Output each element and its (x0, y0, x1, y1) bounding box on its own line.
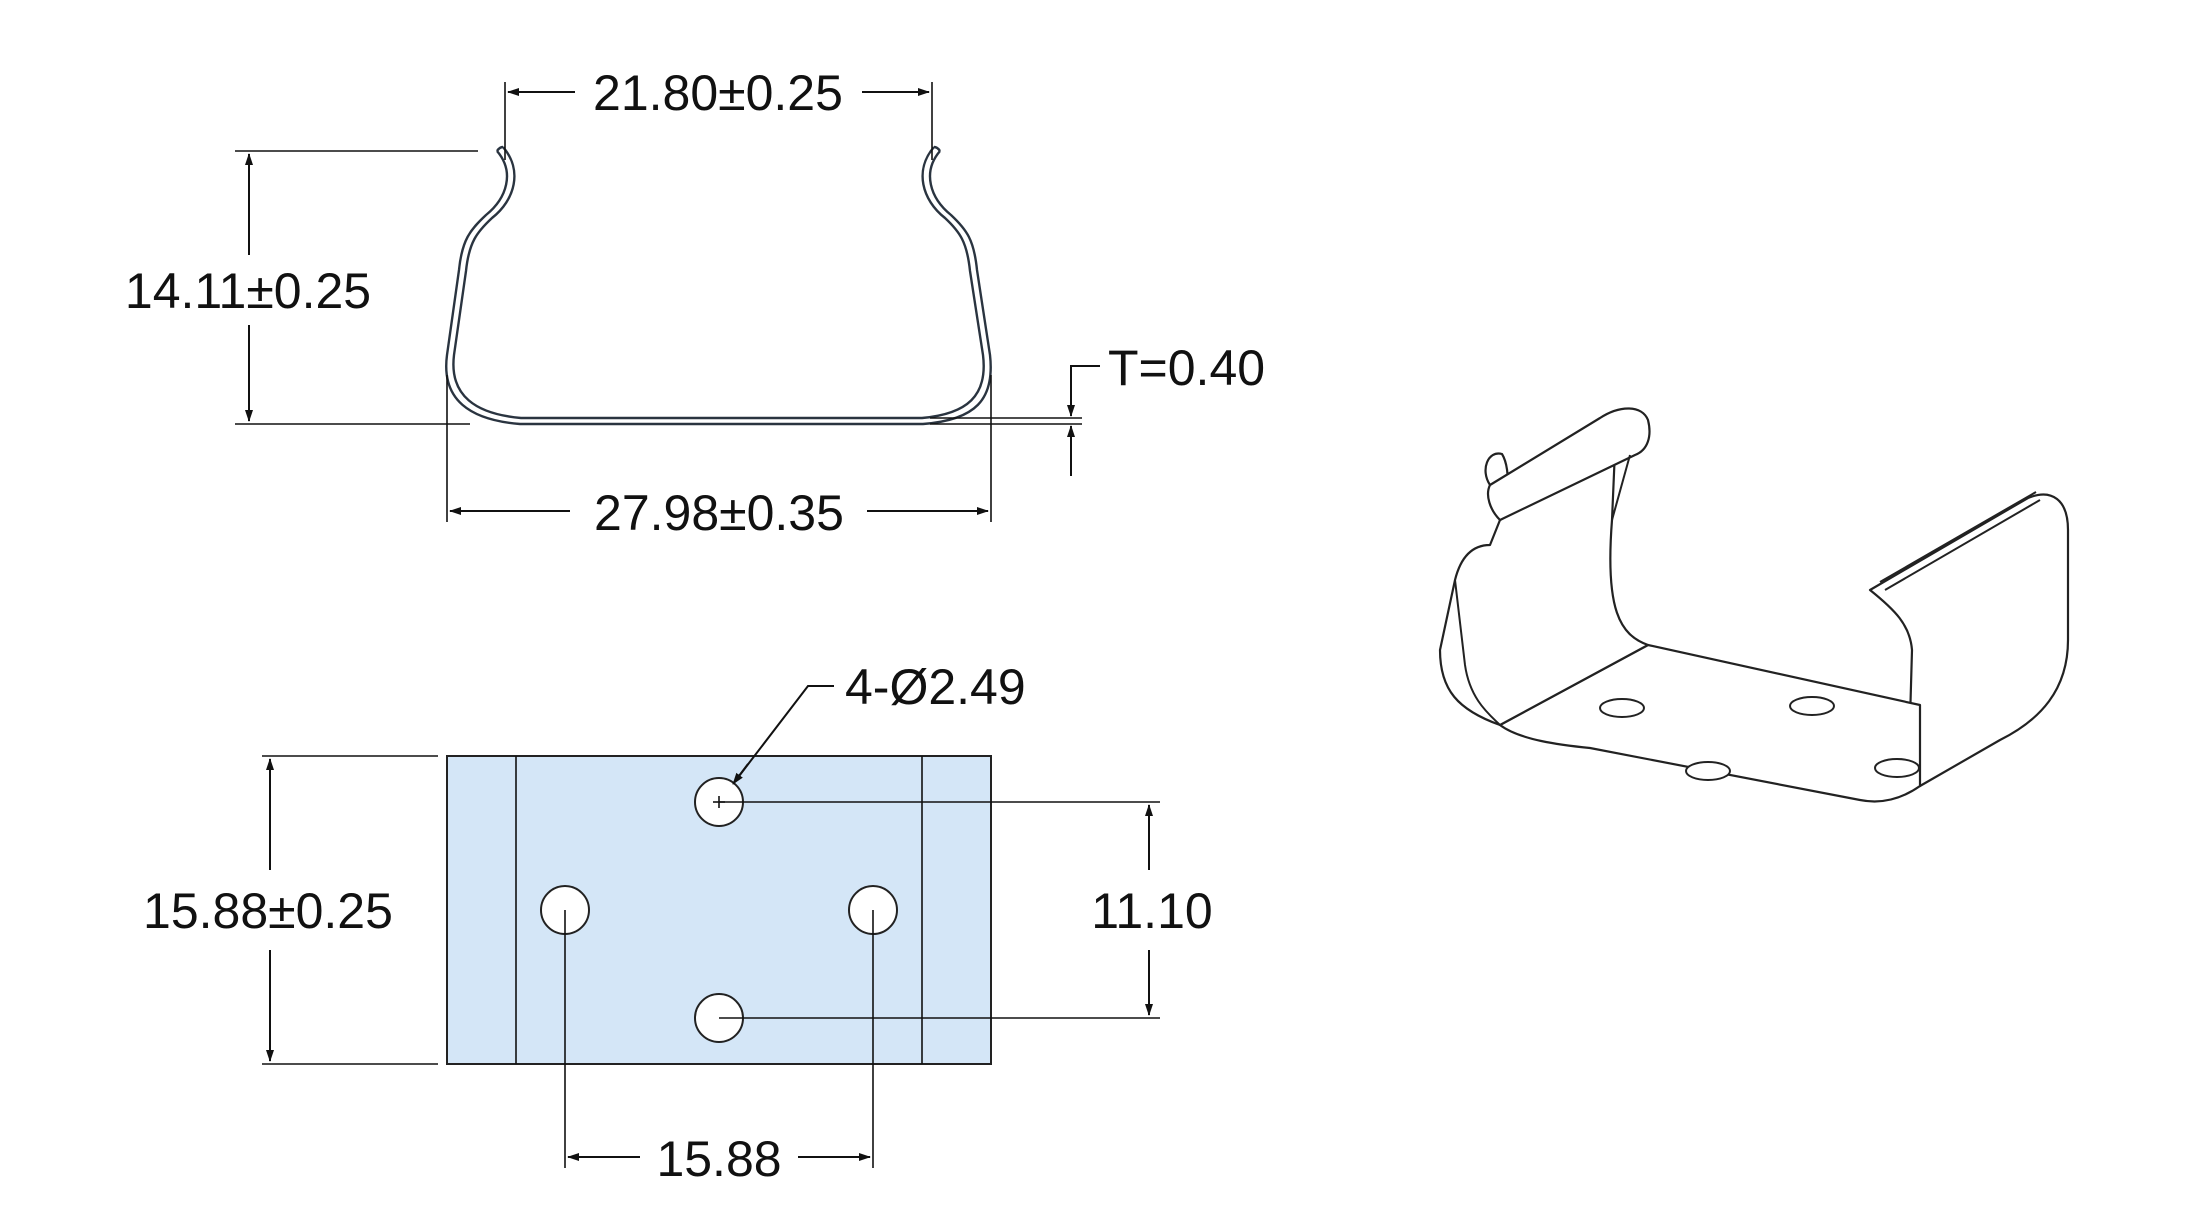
top-view (446, 755, 992, 1065)
isometric-view (1438, 407, 2070, 803)
iso-hole (1599, 698, 1645, 718)
front-view (445, 145, 992, 426)
dimension-top-width: 21.80±0.25 (504, 65, 933, 160)
u-channel-profile-inner (452, 146, 985, 420)
iso-hole (1789, 696, 1835, 716)
iso-base (1498, 643, 1922, 803)
hole-spacing-horizontal-label: 15.88 (656, 1131, 781, 1187)
dimension-height: 14.11±0.25 (125, 150, 478, 425)
bottom-width-label: 27.98±0.35 (594, 485, 844, 541)
iso-hole (1874, 758, 1920, 778)
dimension-part-width: 15.88±0.25 (143, 755, 438, 1065)
hole-spacing-vertical-label: 11.10 (1091, 883, 1212, 939)
leader-line (735, 685, 834, 781)
hole-callout-label: 4-Ø2.49 (845, 659, 1026, 715)
dimension-bottom-width: 27.98±0.35 (446, 375, 992, 541)
dimension-hole-spacing-vertical: 11.10 (719, 801, 1213, 1019)
top-width-label: 21.80±0.25 (593, 65, 843, 121)
iso-right-lip (1879, 491, 2037, 583)
leader-line (1070, 365, 1100, 372)
iso-right-lip (1884, 499, 2041, 591)
part-width-label: 15.88±0.25 (143, 883, 393, 939)
profile-end-left (496, 145, 504, 152)
profile-end-right (933, 145, 941, 152)
iso-hole (1685, 761, 1731, 781)
height-label: 14.11±0.25 (125, 263, 371, 319)
iso-left-lip (1486, 407, 1651, 522)
iso-left-edge (1611, 454, 1631, 521)
iso-left-edge (1454, 579, 1501, 726)
hole-callout: 4-Ø2.49 (732, 659, 1026, 785)
leader-arrow (732, 763, 749, 785)
thickness-label: T=0.40 (1108, 340, 1265, 396)
iso-left-wall (1438, 448, 1650, 727)
u-channel-profile-outer (445, 150, 992, 426)
dimension-thickness: T=0.40 (930, 340, 1265, 476)
dimension-hole-spacing-horizontal: 15.88 (564, 910, 874, 1187)
